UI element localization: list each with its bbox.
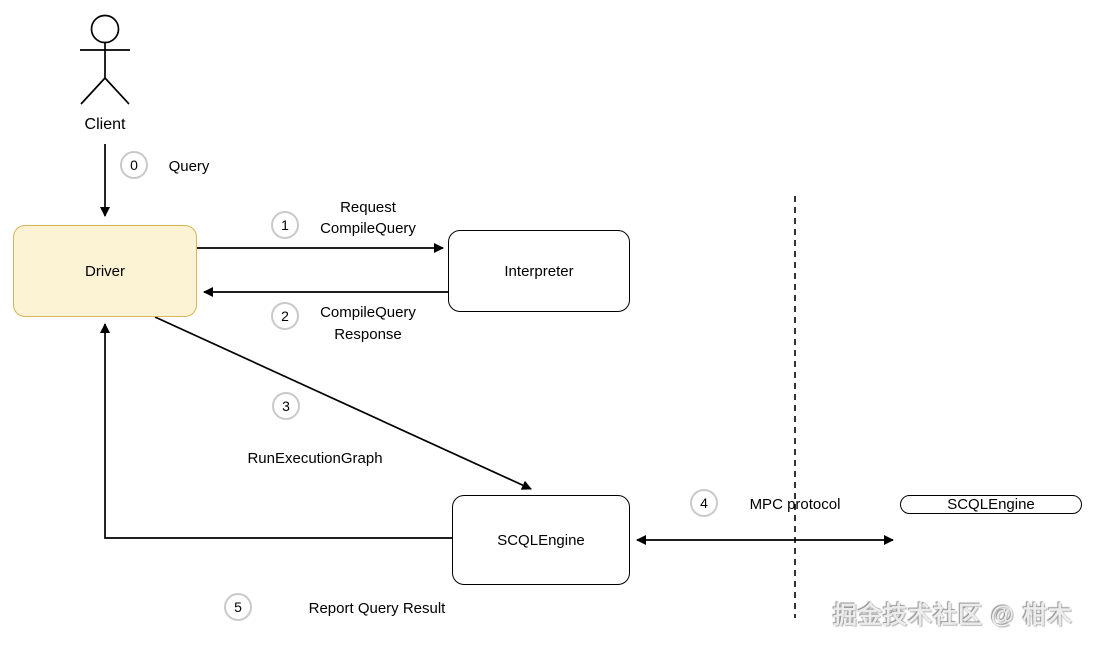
driver-node-label: Driver [85,262,125,280]
step-2-label: CompileQuery Response [320,304,416,343]
step-5-badge: 5 [224,593,252,621]
step-4-number: 4 [700,495,708,511]
step-3-badge: 3 [272,392,300,420]
scqlengine-left-node-label: SCQLEngine [497,531,585,549]
step-2-number: 2 [281,308,289,324]
step-4-badge: 4 [690,489,718,517]
client-actor-label: Client [84,116,126,133]
step-0-label: Query [168,158,210,175]
driver-node: Driver [13,225,197,317]
step-3-number: 3 [282,398,290,414]
step-0-badge: 0 [120,151,148,179]
step-5-label: Report Query Result [308,600,446,617]
interpreter-node-label: Interpreter [504,262,574,280]
scqlengine-right-node: SCQLEngine [900,495,1082,514]
step-0-number: 0 [130,157,138,173]
arrow-report-query-result [100,323,452,539]
scqlengine-left-node: SCQLEngine [452,495,630,585]
client-actor-icon [80,14,130,105]
step-3-label: RunExecutionGraph [247,450,383,467]
step-4-label: MPC protocol [749,496,841,513]
interpreter-node: Interpreter [448,230,630,312]
step-2-badge: 2 [271,302,299,330]
scqlengine-right-node-label: SCQLEngine [947,496,1035,513]
step-1-label: Request CompileQuery [320,199,416,237]
step-1-number: 1 [281,217,289,233]
arrow-runexecutiongraph [154,316,532,490]
step-5-number: 5 [234,599,242,615]
step-1-badge: 1 [271,211,299,239]
watermark-text: 掘金技术社区 @ 柑木 [833,602,1073,629]
